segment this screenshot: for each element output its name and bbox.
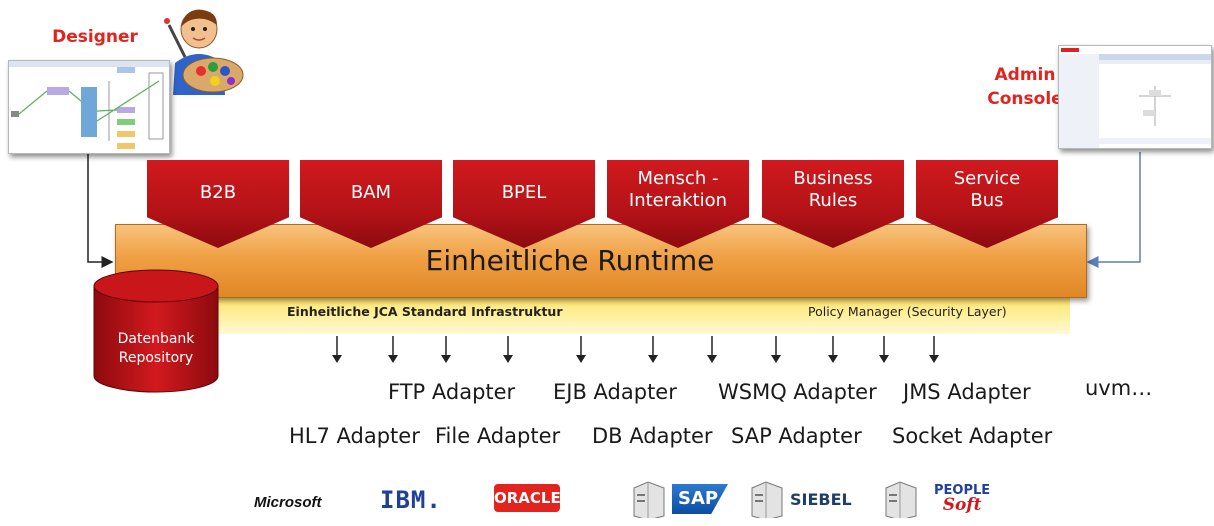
designer-screenshot <box>8 60 170 154</box>
adapter-arrow-1 <box>388 336 398 363</box>
admin-label-line1: Admin <box>994 65 1056 85</box>
ibm-logo: IBM. <box>380 486 442 514</box>
adapter-arrow-7 <box>771 336 781 363</box>
microsoft-logo: Microsoft <box>254 494 322 511</box>
admin-label-line2: Console <box>987 89 1063 109</box>
component-0-label: B2B <box>147 182 289 204</box>
database-label-line2: Repository <box>118 350 194 366</box>
adapter-hl7: HL7 Adapter <box>289 424 420 448</box>
siebel-server-icon <box>746 478 786 523</box>
peoplesoft-logo-line2: Soft <box>942 495 982 515</box>
adapter-file: File Adapter <box>435 424 561 448</box>
adapter-ejb: EJB Adapter <box>553 380 677 404</box>
component-3-label: Mensch -Interaktion <box>607 168 749 212</box>
database-repository <box>90 268 222 398</box>
adapter-jms: JMS Adapter <box>903 380 1031 404</box>
sap-server-icon <box>628 478 668 523</box>
adapter-arrow-8 <box>828 336 838 363</box>
peoplesoft-logo-line1: PEOPLE <box>934 483 991 498</box>
component-2-label: BPEL <box>453 182 595 204</box>
adapter-arrow-9 <box>879 336 889 363</box>
jca-label: Einheitliche JCA Standard Infrastruktur <box>287 304 563 319</box>
component-5-line1: Service <box>953 168 1021 189</box>
component-5-line2: Bus <box>970 190 1004 211</box>
component-1-line1: BAM <box>350 182 392 203</box>
component-3-line1: Mensch - <box>637 168 719 189</box>
component-4-line2: Rules <box>808 190 858 211</box>
component-3-line2: Interaktion <box>628 190 728 211</box>
admin-connector <box>1086 152 1141 268</box>
component-4-line1: Business <box>793 168 873 189</box>
designer-label: Designer <box>52 27 138 47</box>
component-2-line1: BPEL <box>501 182 547 203</box>
adapter-arrow-3 <box>503 336 513 363</box>
peoplesoft-logo: PEOPLE Soft <box>934 483 991 515</box>
runtime-title: Einheitliche Runtime <box>425 244 715 277</box>
adapter-socket: Socket Adapter <box>892 424 1053 448</box>
admin-label: Admin Console <box>970 63 1080 111</box>
adapter-arrow-4 <box>576 336 586 363</box>
adapter-more: uvm… <box>1085 376 1153 400</box>
adapter-ftp: FTP Adapter <box>388 380 516 404</box>
runtime-bar <box>115 224 1087 298</box>
adapter-arrow-6 <box>707 336 717 363</box>
database-label: Datenbank Repository <box>90 330 222 368</box>
designer-connector <box>87 152 114 268</box>
adapter-arrow-5 <box>648 336 658 363</box>
adapter-arrow-2 <box>441 336 451 363</box>
oracle-logo-text: ORACLE <box>494 484 561 512</box>
database-label-line1: Datenbank <box>117 331 195 347</box>
adapter-wsmq: WSMQ Adapter <box>718 380 877 404</box>
admin-console-screenshot <box>1058 45 1212 149</box>
adapter-db: DB Adapter <box>592 424 713 448</box>
oracle-logo: ORACLE <box>494 484 561 516</box>
peoplesoft-server-icon <box>880 478 920 523</box>
component-0-line1: B2B <box>199 182 237 203</box>
adapter-arrow-0 <box>332 336 342 363</box>
siebel-logo: SIEBEL <box>790 490 852 509</box>
database-icon <box>93 269 219 393</box>
policy-manager-label: Policy Manager (Security Layer) <box>808 304 1007 319</box>
component-1-label: BAM <box>300 182 442 204</box>
jca-infrastructure-layer <box>115 296 1070 334</box>
adapter-sap: SAP Adapter <box>731 424 862 448</box>
adapter-arrow-10 <box>929 336 939 363</box>
sap-logo-text: SAP <box>678 488 719 509</box>
designer-avatar-icon <box>155 5 247 105</box>
